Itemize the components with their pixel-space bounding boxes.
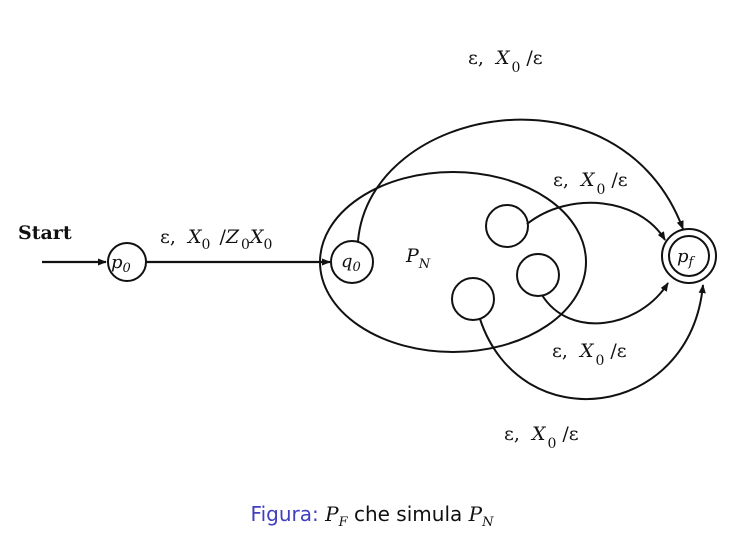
inner-state-middle bbox=[516, 253, 560, 297]
start-label: Start bbox=[18, 222, 72, 244]
inner-state-upper bbox=[485, 204, 529, 248]
caption-pn: PN bbox=[468, 502, 494, 530]
svg-text:p0: p0 bbox=[111, 252, 131, 276]
svg-text:pf: pf bbox=[677, 246, 696, 270]
figure-caption: Figura: PF che simula PN bbox=[0, 502, 744, 530]
state-p0: p0 bbox=[107, 242, 147, 282]
transition-upper-pf bbox=[526, 201, 666, 241]
caption-label: Figura: bbox=[250, 502, 319, 526]
pn-label: PN bbox=[405, 245, 431, 272]
transition-lower-pf bbox=[479, 284, 706, 400]
transition-middle-pf bbox=[541, 282, 669, 325]
pn-region bbox=[319, 171, 587, 353]
inner-state-lower bbox=[451, 277, 495, 321]
caption-text: che simula bbox=[353, 502, 463, 526]
svg-text:q0: q0 bbox=[341, 251, 361, 275]
state-q0: q0 bbox=[330, 240, 374, 284]
state-pf: pf bbox=[661, 228, 717, 284]
caption-pf: PF bbox=[325, 502, 348, 530]
transition-q0-pf bbox=[357, 118, 684, 242]
